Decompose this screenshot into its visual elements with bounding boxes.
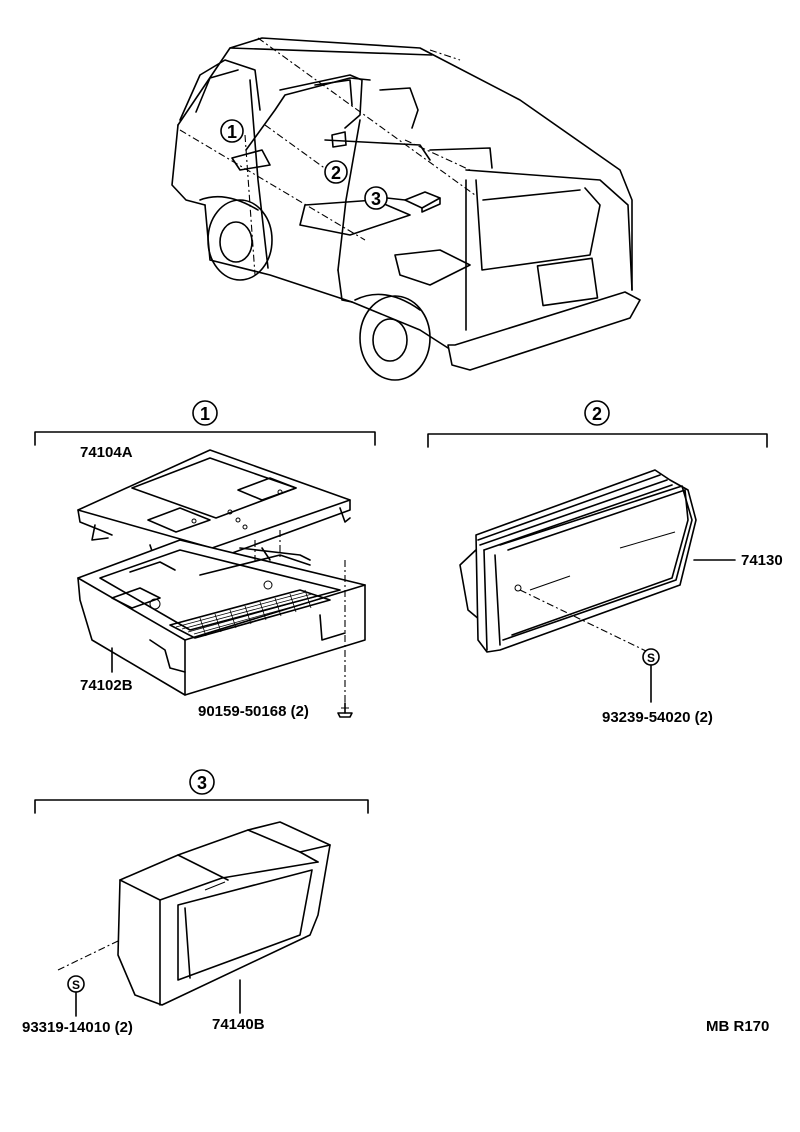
- callout-2-vehicle: 2: [324, 160, 348, 184]
- svg-text:S: S: [647, 651, 655, 665]
- diagram-code: MB R170: [706, 1018, 769, 1035]
- group-1-header: 1: [34, 400, 376, 446]
- callout-1-vehicle: 1: [220, 119, 244, 143]
- part-label-74130: 74130: [741, 552, 783, 569]
- svg-text:3: 3: [197, 773, 207, 793]
- part-label-90159-50168: 90159-50168 (2): [198, 703, 309, 720]
- tray-74130: [459, 469, 697, 653]
- screw-icon: [337, 702, 353, 718]
- part-label-93239-54020: 93239-54020 (2): [602, 709, 713, 726]
- group-2-header: 2: [427, 400, 768, 448]
- svg-text:1: 1: [200, 404, 210, 424]
- svg-text:2: 2: [592, 404, 602, 424]
- screw-symbol-s-3: S: [67, 975, 85, 993]
- part-label-74104A: 74104A: [80, 444, 133, 461]
- part-label-74102B: 74102B: [80, 677, 133, 694]
- callout-3-vehicle: 3: [364, 186, 388, 210]
- van-illustration: [171, 37, 641, 381]
- hatch-pattern: [175, 589, 325, 637]
- svg-text:1: 1: [227, 122, 237, 142]
- part-label-74140B: 74140B: [212, 1016, 265, 1033]
- svg-text:2: 2: [331, 163, 341, 183]
- screw-symbol-s-2: S: [642, 648, 660, 666]
- svg-text:3: 3: [371, 189, 381, 209]
- part-label-93319-14010: 93319-14010 (2): [22, 1019, 133, 1036]
- group-3-header: 3: [34, 769, 369, 814]
- box-74140B: [117, 821, 331, 1006]
- box-74102B: [77, 539, 366, 696]
- svg-text:S: S: [72, 978, 80, 992]
